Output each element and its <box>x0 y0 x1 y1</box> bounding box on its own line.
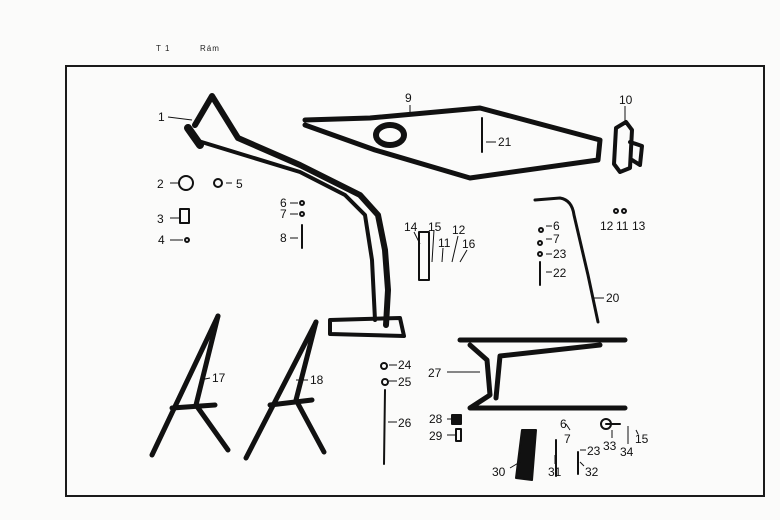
callout-17: 17 <box>212 371 226 385</box>
callout-12: 12 <box>452 223 466 237</box>
callout-1: 1 <box>158 110 165 124</box>
callout-10: 10 <box>619 93 633 107</box>
callout-14: 14 <box>404 220 418 234</box>
callout-16: 16 <box>462 237 476 251</box>
callout-6: 6 <box>280 196 287 210</box>
swing-arm-part <box>302 105 603 181</box>
callout-6: 6 <box>560 417 567 431</box>
header-title: Rám <box>200 44 220 53</box>
leader-lines <box>167 105 639 469</box>
rod-part <box>533 196 600 324</box>
callout-32: 32 <box>585 465 599 479</box>
callout-18: 18 <box>310 373 324 387</box>
callout-33: 33 <box>603 439 617 453</box>
small-parts <box>178 117 627 481</box>
callout-26: 26 <box>398 416 412 430</box>
callout-34: 34 <box>620 445 634 459</box>
callout-2: 2 <box>157 177 164 191</box>
callout-6: 6 <box>553 219 560 233</box>
callout-22: 22 <box>553 266 567 280</box>
side-frame-18 <box>243 319 327 461</box>
callout-30: 30 <box>492 465 506 479</box>
callout-3: 3 <box>157 212 164 226</box>
callout-23: 23 <box>553 247 567 261</box>
callout-21: 21 <box>498 135 512 149</box>
callout-31: 31 <box>548 465 562 479</box>
callout-4: 4 <box>158 233 165 247</box>
rear-stand-part <box>457 337 628 411</box>
callout-13: 13 <box>632 219 646 233</box>
bracket-part <box>612 120 644 174</box>
side-frame-17 <box>149 313 231 458</box>
callout-24: 24 <box>398 358 412 372</box>
callout-11: 11 <box>438 236 451 250</box>
callout-11: 11 <box>616 219 629 233</box>
diagram-frame <box>65 65 765 497</box>
callout-15: 15 <box>428 220 442 234</box>
callout-7: 7 <box>553 232 560 246</box>
callout-23: 23 <box>587 444 601 458</box>
callout-7: 7 <box>564 432 571 446</box>
callout-9: 9 <box>405 91 412 105</box>
callout-28: 28 <box>429 412 443 426</box>
header-code: T 1 <box>156 44 171 53</box>
callout-5: 5 <box>236 177 243 191</box>
callout-20: 20 <box>606 291 620 305</box>
callout-27: 27 <box>428 366 442 380</box>
callout-7: 7 <box>280 207 287 221</box>
callout-12: 12 <box>600 219 614 233</box>
callout-15: 15 <box>635 432 649 446</box>
main-frame-part <box>184 93 406 338</box>
callout-8: 8 <box>280 231 287 245</box>
callout-labels: 1 2 3 4 5 6 7 8 9 10 21 12 11 13 14 15 1… <box>157 91 649 479</box>
callout-25: 25 <box>398 375 412 389</box>
callout-29: 29 <box>429 429 443 443</box>
